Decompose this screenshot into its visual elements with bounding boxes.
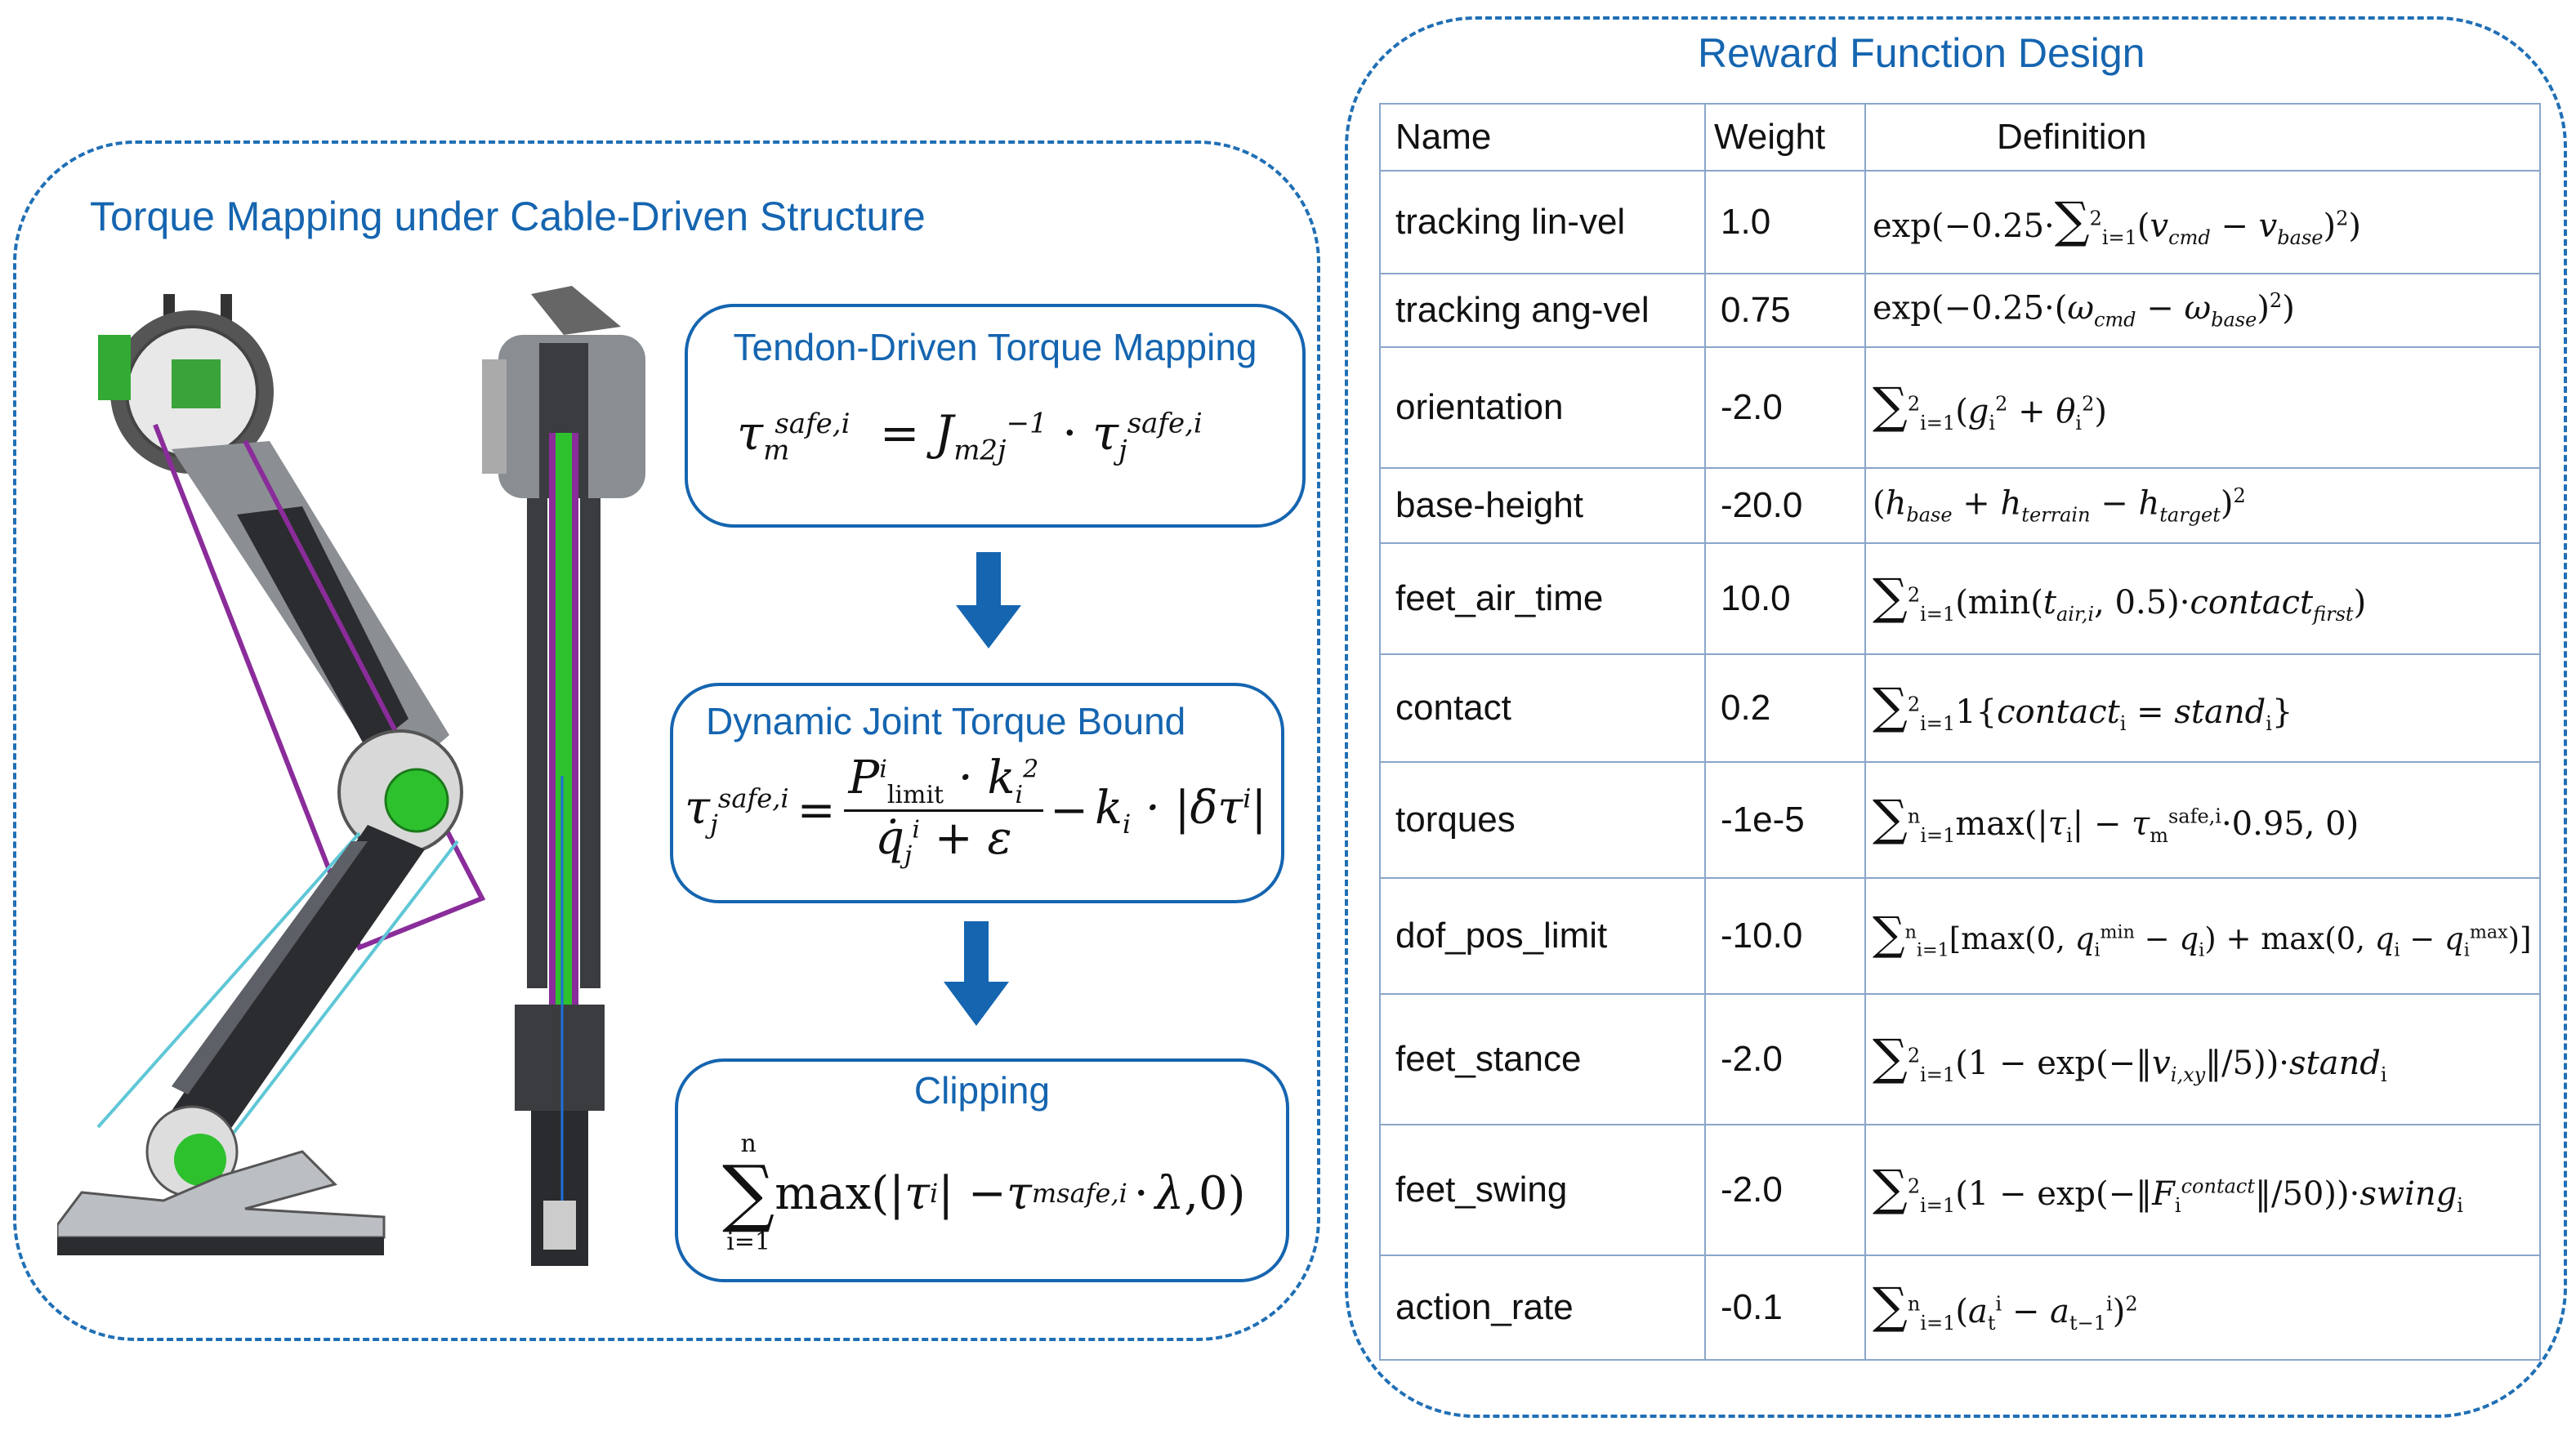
purple-belt — [153, 423, 486, 951]
table-row: base-height -20.0 (hbase + hterrain − ht… — [1379, 467, 2541, 544]
dynamic-joint-torque-bound-formula: τjsafe,i = Pilimit · ki2 q̇ji + ε − ki ·… — [685, 751, 1267, 871]
row-name: action_rate — [1379, 1255, 1706, 1361]
row-weight: 0.2 — [1704, 653, 1866, 763]
tendon-torque-mapping-box: Tendon-Driven Torque Mapping τmsafe,i = … — [685, 304, 1306, 528]
table-row: tracking lin-vel 1.0 exp(−0.25·∑2i=1(vcm… — [1379, 170, 2541, 274]
header-weight: Weight — [1704, 103, 1866, 172]
dynamic-joint-torque-bound-box: Dynamic Joint Torque Bound τjsafe,i = Pi… — [670, 683, 1284, 903]
row-definition: ∑2i=1(1 − exp(−‖Ficontact‖/50))·swingi — [1864, 1124, 2541, 1256]
row-weight: 1.0 — [1704, 170, 1866, 274]
torque-mapping-title: Torque Mapping under Cable-Driven Struct… — [90, 194, 926, 239]
row-definition: ∑2i=1(gi2 + θi2) — [1864, 346, 2541, 469]
row-definition: (hbase + hterrain − htarget)2 — [1864, 467, 2541, 544]
header-definition: Definition — [1864, 103, 2541, 172]
torque-mapping-panel — [13, 140, 1320, 1341]
row-definition: ∑ni=1(ati − at−1i)2 — [1864, 1255, 2541, 1361]
table-header-row: Name Weight Definition — [1379, 103, 2541, 172]
row-name: tracking lin-vel — [1379, 170, 1706, 274]
cyan-belt-left — [96, 831, 361, 1129]
row-weight: -2.0 — [1704, 346, 1866, 469]
table-row: orientation -2.0 ∑2i=1(gi2 + θi2) — [1379, 346, 2541, 469]
front-knee — [515, 1005, 605, 1111]
row-weight: -2.0 — [1704, 993, 1866, 1125]
row-name: tracking ang-vel — [1379, 273, 1706, 348]
robot-leg-front-view — [482, 286, 645, 1266]
green-link — [556, 433, 572, 1005]
row-name: feet_stance — [1379, 993, 1706, 1125]
arrow-down-icon — [956, 552, 1021, 648]
row-name: dof_pos_limit — [1379, 877, 1706, 995]
row-definition: exp(−0.25·∑2i=1(vcmd − vbase)2) — [1864, 170, 2541, 274]
table-row: action_rate -0.1 ∑ni=1(ati − at−1i)2 — [1379, 1255, 2541, 1361]
row-definition: ∑2i=11{contacti = standi} — [1864, 653, 2541, 763]
row-weight: 0.75 — [1704, 273, 1866, 348]
hip-side-board — [98, 335, 131, 400]
table-row: feet_air_time 10.0 ∑2i=1(min(tair,i, 0.5… — [1379, 542, 2541, 655]
table-row: contact 0.2 ∑2i=11{contacti = standi} — [1379, 653, 2541, 763]
row-weight: -2.0 — [1704, 1124, 1866, 1256]
tendon-torque-mapping-title: Tendon-Driven Torque Mapping — [733, 326, 1257, 368]
row-definition: ∑ni=1[max(0, qimin − qi) + max(0, qi − q… — [1864, 877, 2541, 995]
row-definition: ∑2i=1(1 − exp(−‖vi,xy‖/5))·standi — [1864, 993, 2541, 1125]
reward-table: Name Weight Definition tracking lin-vel … — [1379, 103, 2541, 1361]
header-name: Name — [1379, 103, 1706, 172]
shank-link — [172, 825, 425, 1143]
table-row: feet_swing -2.0 ∑2i=1(1 − exp(−‖Ficontac… — [1379, 1124, 2541, 1256]
row-weight: -0.1 — [1704, 1255, 1866, 1361]
row-weight: -10.0 — [1704, 877, 1866, 995]
reward-function-title: Reward Function Design — [1698, 30, 2145, 76]
row-weight: -1e-5 — [1704, 761, 1866, 879]
arrow-down-icon-2 — [944, 921, 1009, 1026]
row-name: feet_air_time — [1379, 542, 1706, 655]
reward-function-panel — [1345, 16, 2567, 1418]
row-definition: ∑ni=1max(|τi| − τmsafe,i·0.95, 0) — [1864, 761, 2541, 879]
row-definition: ∑2i=1(min(tair,i, 0.5)·contactfirst) — [1864, 542, 2541, 655]
row-weight: -20.0 — [1704, 467, 1866, 544]
table-row: dof_pos_limit -10.0 ∑ni=1[max(0, qimin −… — [1379, 877, 2541, 995]
clipping-title: Clipping — [913, 1069, 1051, 1112]
row-definition: exp(−0.25·(ωcmd − ωbase)2) — [1864, 273, 2541, 348]
table-row: feet_stance -2.0 ∑2i=1(1 − exp(−‖vi,xy‖/… — [1379, 993, 2541, 1125]
row-name: base-height — [1379, 467, 1706, 544]
front-hip-top — [531, 286, 621, 335]
robot-leg-side-view — [57, 294, 486, 1255]
tendon-torque-mapping-formula: τmsafe,i = Jm2j−1 · τjsafe,i — [737, 405, 1203, 467]
row-name: torques — [1379, 761, 1706, 879]
row-name: orientation — [1379, 346, 1706, 469]
table-row: tracking ang-vel 0.75 exp(−0.25·(ωcmd − … — [1379, 273, 2541, 348]
hip-board — [172, 359, 221, 408]
row-name: feet_swing — [1379, 1124, 1706, 1256]
row-weight: 10.0 — [1704, 542, 1866, 655]
dynamic-joint-torque-bound-title: Dynamic Joint Torque Bound — [706, 700, 1186, 742]
row-name: contact — [1379, 653, 1706, 763]
table-row: torques -1e-5 ∑ni=1max(|τi| − τmsafe,i·0… — [1379, 761, 2541, 879]
